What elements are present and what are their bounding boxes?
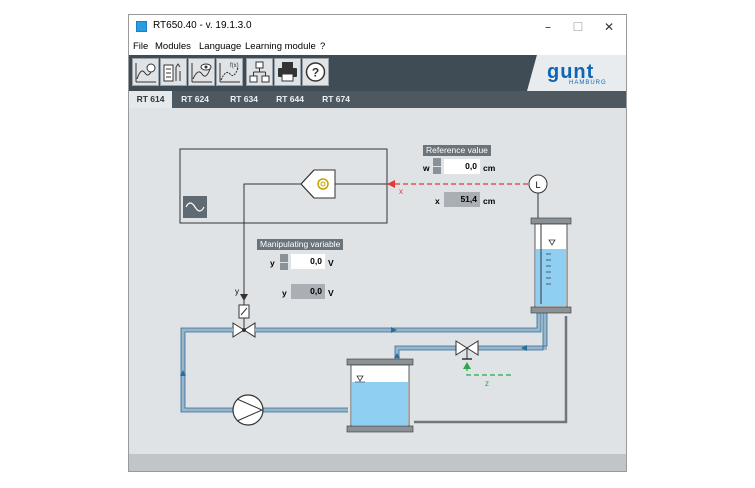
tab-rt644[interactable]: RT 644	[276, 94, 304, 104]
print-button[interactable]	[274, 58, 301, 86]
w-down-arrow-icon[interactable]	[433, 166, 441, 174]
menu-learning-module[interactable]: Learning module	[245, 41, 316, 52]
module-tabs: RT 614 RT 624 RT 634 RT 644 RT 674	[129, 91, 626, 108]
title-bar: RT650.40 - v. 19.1.3.0 – ☐ ✕	[129, 15, 626, 39]
tab-rt674[interactable]: RT 674	[322, 94, 350, 104]
controller-box	[179, 148, 388, 224]
y-feedback-display: 0,0	[291, 284, 325, 299]
toolbar: f(x) ? gunt HAMBURG	[129, 55, 626, 91]
y-spinner[interactable]	[280, 254, 288, 270]
w-unit: cm	[483, 163, 496, 173]
function-plot-icon: f(x)	[219, 63, 240, 83]
svg-text:?: ?	[312, 66, 319, 80]
level-sensor-label: L	[535, 180, 540, 190]
tab-rt634[interactable]: RT 634	[230, 94, 258, 104]
network-icon	[249, 61, 270, 83]
watch-plot-icon	[191, 63, 212, 83]
svg-text:f(x): f(x)	[230, 63, 239, 69]
logo-background	[527, 55, 626, 91]
app-icon	[136, 21, 147, 32]
y-down-arrow-icon[interactable]	[280, 262, 288, 270]
reference-value-title: Reference value	[423, 145, 491, 156]
minimize-button[interactable]: –	[545, 20, 551, 34]
y-up-arrow-icon[interactable]	[280, 254, 288, 262]
window-title: RT650.40 - v. 19.1.3.0	[153, 20, 252, 31]
gunt-logo: gunt	[547, 61, 595, 83]
y-feedback-unit: V	[328, 288, 334, 298]
menu-modules[interactable]: Modules	[155, 41, 191, 52]
close-button[interactable]: ✕	[603, 20, 615, 34]
help-button[interactable]: ?	[302, 58, 329, 86]
gear-icon	[317, 178, 329, 190]
sine-icon	[185, 202, 205, 212]
menu-language[interactable]: Language	[199, 41, 242, 52]
process-canvas: x L y	[129, 108, 626, 454]
time-plot-icon	[135, 63, 156, 83]
function-plot-button[interactable]: f(x)	[216, 58, 243, 86]
process-diagram: x L y	[179, 148, 572, 433]
disturbance-valve-icon[interactable]	[455, 340, 468, 356]
signal-z-label: z	[485, 379, 489, 388]
help-icon: ?	[305, 62, 326, 82]
w-label: w	[423, 163, 430, 173]
tab-rt614[interactable]: RT 614	[129, 91, 172, 108]
manipulating-variable-title: Manipulating variable	[257, 239, 344, 250]
signal-x-label: x	[399, 187, 403, 196]
w-spinner[interactable]	[433, 158, 441, 174]
network-button[interactable]	[246, 58, 273, 86]
w-value-field[interactable]: 0,0	[444, 159, 480, 174]
logo-subtitle: HAMBURG	[569, 80, 607, 86]
menu-bar: File Modules Language Learning module ?	[129, 39, 626, 55]
x-value-display: 51,4	[444, 192, 480, 207]
app-window: RT650.40 - v. 19.1.3.0 – ☐ ✕ File Module…	[128, 14, 627, 472]
print-icon	[278, 62, 297, 82]
y-feedback-label: y	[282, 288, 287, 298]
watch-plot-button[interactable]	[188, 58, 215, 86]
status-bar	[129, 454, 626, 471]
upper-tank-lid	[530, 217, 572, 225]
maximize-button[interactable]: ☐	[572, 20, 584, 34]
y-value-field[interactable]: 0,0	[291, 254, 325, 269]
bar-chart-icon	[163, 63, 181, 82]
time-plot-button[interactable]	[132, 58, 159, 86]
menu-file[interactable]: File	[133, 41, 149, 52]
disturbance-signal-line	[466, 366, 511, 376]
tab-rt624[interactable]: RT 624	[181, 94, 209, 104]
x-unit: cm	[483, 196, 496, 206]
menu-help[interactable]: ?	[320, 41, 326, 52]
drain-pipe	[414, 316, 568, 424]
lower-tank-water	[352, 382, 408, 425]
bar-chart-button[interactable]	[160, 58, 187, 86]
w-up-arrow-icon[interactable]	[433, 158, 441, 166]
y-unit: V	[328, 258, 334, 268]
signal-y-label: y	[235, 287, 239, 296]
x-label: x	[435, 196, 440, 206]
lower-tank-lid	[346, 358, 414, 366]
y-label: y	[270, 258, 275, 268]
